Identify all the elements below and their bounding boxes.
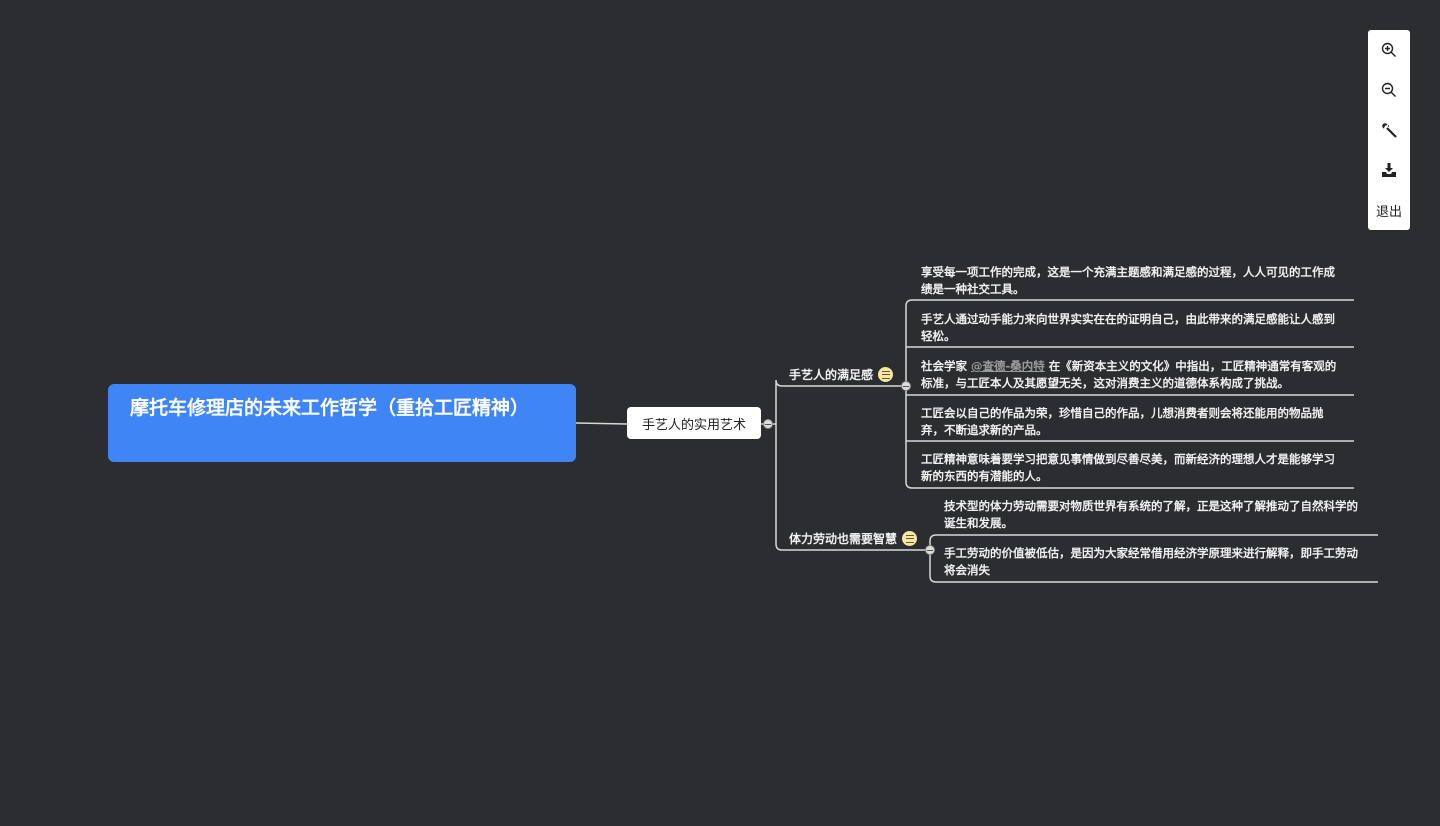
branch-node[interactable]: 体力劳动也需要智慧	[789, 530, 918, 547]
leaf-node[interactable]: 手工劳动的价值被低估，是因为大家经常借用经济学原理来进行解释，即手工劳动将会消失	[944, 546, 1358, 577]
auto-layout-button[interactable]	[1368, 110, 1410, 150]
zoom-out-button[interactable]	[1368, 70, 1410, 110]
leaf-node[interactable]: 工匠会以自己的作品为荣，珍惜自己的作品，儿想消费者则会将还能用的物品抛弃，不断追…	[921, 406, 1324, 437]
leaf-node[interactable]: 技术型的体力劳动需要对物质世界有系统的了解，正是这种了解推动了自然科学的诞生和发…	[944, 499, 1358, 530]
zoom-out-icon	[1381, 82, 1396, 97]
leaf-node[interactable]: 社会学家 @查德-桑内特 在《新资本主义的文化》中指出，工匠精神通常有客观的标准…	[921, 358, 1346, 392]
leaf-text: 在《新资本主义的文化》中指出，工匠精神通常有客观的标准，与工匠本人及其愿望无关，…	[921, 359, 1337, 390]
subtopic-node[interactable]: 手艺人的实用艺术	[627, 407, 761, 439]
leaf-node[interactable]: 手艺人通过动手能力来向世界实实在在的证明自己，由此带来的满足感能让人感到轻松。	[921, 312, 1335, 343]
note-icon[interactable]	[878, 367, 894, 382]
collapse-toggle[interactable]	[925, 545, 935, 555]
collapse-toggle[interactable]	[901, 381, 911, 391]
subtopic-label: 手艺人的实用艺术	[641, 417, 746, 433]
leaf-node[interactable]: 工匠精神意味着要学习把意见事情做到尽善尽美，而新经济的理想人才是能够学习新的东西…	[921, 452, 1335, 483]
leaf-node[interactable]: 享受每一项工作的完成，这是一个充满主题感和满足感的过程，人人可见的工作成绩是一种…	[921, 265, 1335, 296]
magic-wand-icon	[1382, 123, 1397, 138]
note-icon[interactable]	[902, 531, 918, 546]
mention-link[interactable]: @查德-桑内特	[971, 359, 1045, 373]
download-icon	[1382, 163, 1396, 177]
exit-button[interactable]: 退出	[1375, 204, 1402, 220]
branch-node[interactable]: 手艺人的满足感	[789, 366, 894, 383]
zoom-in-icon	[1381, 42, 1396, 57]
toolbar: 退出	[1368, 30, 1410, 230]
branch-label: 体力劳动也需要智慧	[789, 532, 898, 546]
branch-label: 手艺人的满足感	[789, 368, 874, 382]
download-button[interactable]	[1368, 150, 1410, 190]
root-topic[interactable]: 摩托车修理店的未来工作哲学（重拾工匠精神）	[108, 384, 576, 462]
root-title: 摩托车修理店的未来工作哲学（重拾工匠精神）	[130, 397, 530, 419]
zoom-in-button[interactable]	[1368, 30, 1410, 70]
collapse-toggle[interactable]	[763, 419, 773, 429]
leaf-text: 社会学家	[921, 359, 972, 373]
